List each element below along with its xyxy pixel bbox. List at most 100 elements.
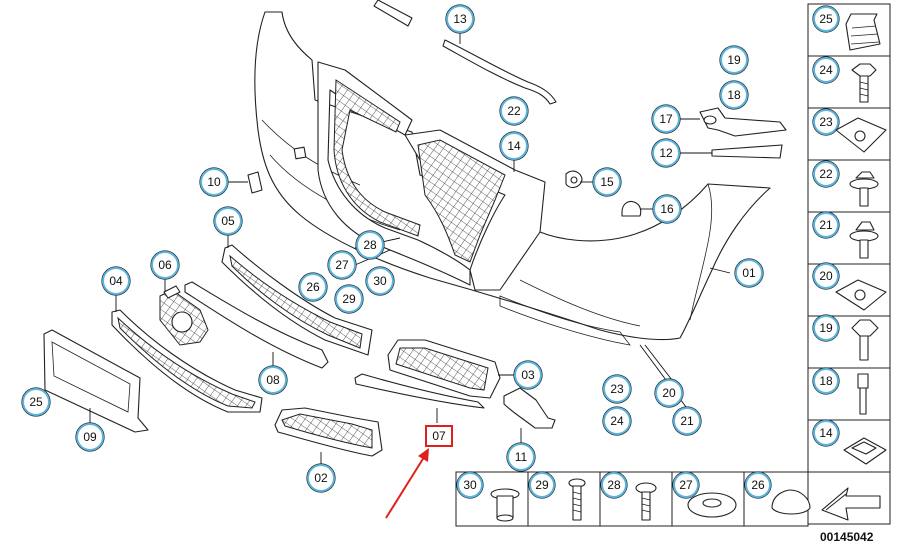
- highlighted-part-number: 07: [432, 429, 446, 443]
- callout[interactable]: 06: [150, 250, 180, 280]
- small-clips-part: [247, 170, 642, 217]
- callout-label: 29: [342, 292, 356, 306]
- callout[interactable]: 19: [719, 45, 749, 75]
- screw-part: [849, 171, 879, 207]
- callout-label: 22: [507, 104, 521, 118]
- callout[interactable]: 17: [651, 104, 681, 134]
- callout-label: 28: [607, 478, 621, 492]
- callout[interactable]: 21: [672, 406, 702, 436]
- callout-label: 03: [521, 368, 535, 382]
- callout[interactable]: 05: [213, 206, 243, 236]
- callout-label: 11: [515, 450, 528, 464]
- callout-label: 26: [751, 478, 765, 492]
- callout[interactable]: 12: [651, 138, 681, 168]
- callout-label: 19: [727, 53, 741, 67]
- hardware-callout[interactable]: 14: [812, 419, 840, 447]
- hardware-callout[interactable]: 20: [812, 262, 840, 290]
- callout-label: 05: [221, 214, 235, 228]
- lower-grille-part: [274, 407, 383, 457]
- callout-label: 25: [29, 395, 43, 409]
- callout[interactable]: 14: [499, 131, 529, 161]
- hardware-callout[interactable]: 23: [812, 108, 840, 136]
- hardware-callout[interactable]: 25: [812, 5, 840, 33]
- callout-label: 02: [314, 471, 328, 485]
- callout[interactable]: 27: [327, 250, 357, 280]
- callout-label: 28: [363, 238, 377, 252]
- washer-part: [687, 492, 737, 518]
- hardware-callout[interactable]: 30: [456, 471, 484, 499]
- callout-label: 16: [660, 202, 674, 216]
- callout-label: 30: [373, 274, 387, 288]
- callout[interactable]: 13: [445, 4, 475, 34]
- callout[interactable]: 22: [499, 96, 529, 126]
- callout-label: 24: [610, 414, 624, 428]
- next-page-arrow-icon[interactable]: [821, 487, 881, 521]
- callout-label: 17: [659, 112, 673, 126]
- trim-strip-part: [184, 281, 329, 369]
- callout-label: 04: [109, 274, 123, 288]
- callout[interactable]: 02: [306, 463, 336, 493]
- callout-label: 15: [600, 175, 614, 189]
- callout-label: 23: [819, 115, 833, 129]
- callout[interactable]: 03: [513, 360, 543, 390]
- callout-label: 20: [662, 386, 676, 400]
- callout[interactable]: 16: [652, 194, 682, 224]
- highlighted-part-label[interactable]: 07: [425, 425, 453, 447]
- callout[interactable]: 18: [719, 80, 749, 110]
- callout-label: 14: [819, 426, 833, 440]
- hardware-callout[interactable]: 29: [528, 471, 556, 499]
- callout-label: 25: [819, 12, 833, 26]
- callout[interactable]: 26: [298, 272, 328, 302]
- cap-part: [771, 489, 811, 515]
- callout-label: 29: [535, 478, 549, 492]
- callout-label: 13: [453, 12, 467, 26]
- callout[interactable]: 30: [365, 266, 395, 296]
- callout[interactable]: 11: [506, 442, 536, 472]
- hardware-callout[interactable]: 24: [812, 56, 840, 84]
- callout[interactable]: 04: [101, 266, 131, 296]
- hardware-callout[interactable]: 28: [600, 471, 628, 499]
- callout-label: 01: [742, 266, 756, 280]
- hardware-callout[interactable]: 21: [812, 211, 840, 239]
- red-arrowhead: [418, 448, 429, 462]
- upper-seal-part: [373, 0, 557, 105]
- hardware-callout[interactable]: 19: [812, 314, 840, 342]
- screw-part: [851, 63, 877, 103]
- lower-trim-part: [354, 373, 485, 409]
- callout-label: 14: [507, 139, 521, 153]
- callout-label: 18: [727, 88, 741, 102]
- callout[interactable]: 23: [602, 374, 632, 404]
- bracket-11-part: [503, 387, 556, 429]
- fog-surround-part: [159, 285, 209, 346]
- screw-part: [849, 221, 879, 259]
- clip-nut-part: [835, 117, 887, 153]
- callout-label: 27: [335, 258, 349, 272]
- callout-label: 21: [819, 218, 833, 232]
- hardware-callout[interactable]: 22: [812, 160, 840, 188]
- callout-label: 08: [266, 373, 280, 387]
- callout-label: 12: [659, 146, 673, 160]
- callout[interactable]: 20: [654, 378, 684, 408]
- callout[interactable]: 01: [734, 258, 764, 288]
- callout[interactable]: 29: [334, 284, 364, 314]
- hardware-callout[interactable]: 27: [672, 471, 700, 499]
- grommet-part: [845, 13, 881, 51]
- callout[interactable]: 25: [21, 387, 51, 417]
- hardware-callout[interactable]: 18: [812, 367, 840, 395]
- hardware-callout[interactable]: 26: [744, 471, 772, 499]
- callout-label: 23: [610, 382, 624, 396]
- callout-label: 21: [680, 414, 694, 428]
- clip-nut-part: [835, 279, 887, 311]
- red-pointer-arrow: [385, 453, 427, 519]
- callout-label: 27: [679, 478, 693, 492]
- callout[interactable]: 09: [75, 422, 105, 452]
- callout-label: 19: [819, 321, 833, 335]
- callout[interactable]: 28: [355, 230, 385, 260]
- callout-label: 10: [207, 175, 221, 189]
- callout[interactable]: 24: [602, 406, 632, 436]
- callout[interactable]: 10: [199, 167, 229, 197]
- callout[interactable]: 15: [592, 167, 622, 197]
- side-grille-part: [111, 309, 263, 413]
- callout-label: 26: [306, 280, 320, 294]
- callout[interactable]: 08: [258, 365, 288, 395]
